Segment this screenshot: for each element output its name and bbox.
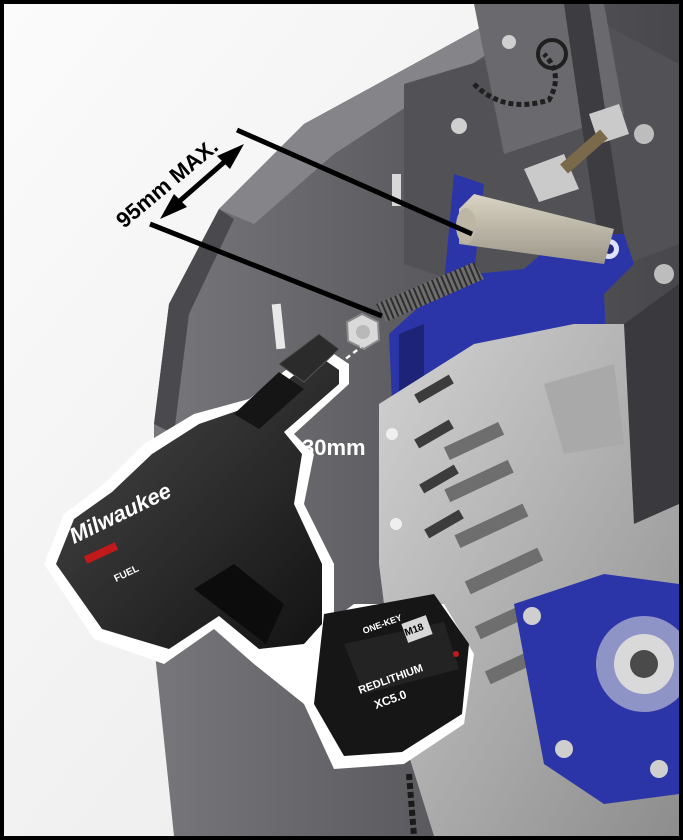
impact-wrench: Milwaukee FUEL M18 ONE-KEY REDLITHIUM XC… [44, 333, 474, 769]
hex-nut-icon [345, 312, 381, 351]
threaded-rod [376, 262, 484, 322]
hanging-chain [406, 773, 417, 836]
dimension-callout [149, 127, 474, 319]
double-arrow-icon [160, 144, 244, 219]
blue-flange [514, 574, 679, 804]
dimension-line-upper [235, 127, 474, 237]
socket-size-label: 30mm [302, 435, 366, 460]
dimension-line-lower [149, 221, 383, 319]
assembly-illustration: Milwaukee FUEL M18 ONE-KEY REDLITHIUM XC… [4, 4, 679, 836]
